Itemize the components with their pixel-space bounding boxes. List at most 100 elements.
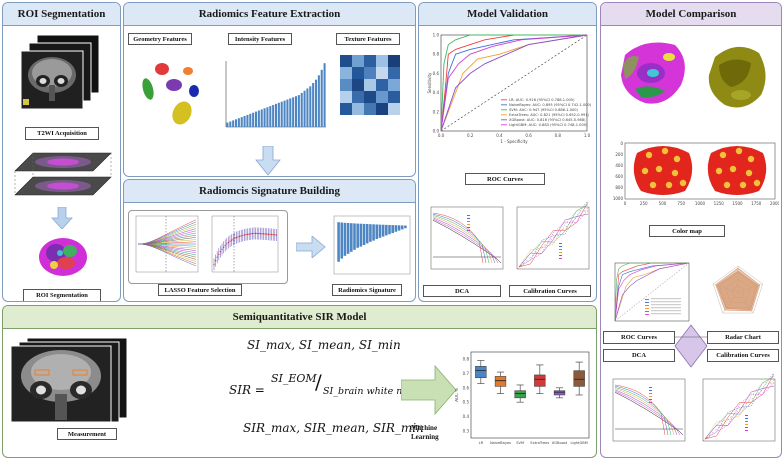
colormap-y-tick-label: 800 — [615, 185, 623, 190]
comparison-dca-curve — [614, 390, 681, 436]
intensity-bar — [289, 98, 292, 127]
validation-panel-title: Model Validation — [419, 3, 596, 26]
texture-cell — [352, 103, 364, 115]
colormap-x-tick-label: 2000 — [770, 201, 779, 206]
roc-series-line — [440, 34, 587, 132]
colormap-left-blob-spot — [673, 155, 681, 163]
intensity-bar — [283, 100, 286, 127]
texture-cell — [388, 91, 400, 103]
colormap-left-blob-spot — [641, 167, 649, 175]
3d-roi-render-magenta — [621, 42, 685, 104]
calibration-legend-swatch — [559, 246, 562, 247]
colormap-left-blob-spot — [649, 181, 657, 189]
signature-bar — [391, 225, 394, 233]
comparison-calibration-label: Calibration Curves — [707, 349, 779, 362]
colormap-right-blob-spot — [747, 155, 755, 163]
boxplot-y-tick-label: 0.8 — [463, 357, 470, 362]
boxplot-box — [494, 376, 507, 387]
si-equation: SI_max, SI_mean, SI_min — [247, 338, 401, 352]
colormap-right-blob-spot — [729, 165, 737, 173]
colormap-x-tick-label: 250 — [640, 201, 648, 206]
intensity-bar — [286, 99, 289, 127]
radiomics-panel-title: Radiomics Feature Extraction — [124, 3, 415, 26]
texture-cell — [340, 79, 352, 91]
colormap-x-tick-label: 1250 — [714, 201, 725, 206]
intensity-bar — [300, 92, 303, 127]
boxplot-y-tick-label: 0.6 — [463, 385, 470, 390]
comparison-roc-legend-swatch — [645, 308, 649, 309]
colormap-left-blob-spot — [679, 179, 687, 187]
comparison-roc-legend-text — [651, 304, 681, 306]
dca-curve — [432, 217, 496, 264]
colormap-x-tick-label: 1750 — [751, 201, 762, 206]
lasso-cv-point — [221, 248, 223, 251]
radiomics-feature-panel: Radiomics Feature Extraction Geometry Fe… — [123, 2, 416, 177]
comparison-calibration-legend-swatch — [745, 424, 748, 425]
roc-series-line — [440, 34, 588, 132]
calibration-legend-swatch — [559, 243, 562, 244]
roc-y-tick-label: 0.6 — [433, 71, 440, 76]
roc-legend-entry: SVM: AUC: 0.947 (95%CI 0.886-1.000) — [509, 108, 579, 112]
intensity-bar — [263, 108, 266, 127]
colormap-x-tick-label: 750 — [677, 201, 685, 206]
colormap-left-blob-spot — [655, 165, 663, 173]
comparison-dca-legend-swatch — [649, 393, 652, 394]
texture-cell — [364, 79, 376, 91]
roc-x-tick-label: 0.2 — [467, 133, 474, 138]
boxplot-category-label: NaiveBayes — [490, 441, 511, 445]
boxplot-y-axis-label: AUC % — [455, 388, 459, 402]
intensity-bar — [294, 96, 298, 127]
dca-legend-swatch — [467, 218, 470, 219]
comparison-dca-legend-swatch — [649, 396, 652, 397]
roi-panel-title: ROI Segmentation — [3, 3, 120, 26]
dca-legend-swatch — [467, 221, 470, 222]
colormap-x-tick-label: 1500 — [732, 201, 743, 206]
texture-features-heatmap — [340, 55, 400, 115]
comparison-roc-legend-text — [651, 298, 681, 300]
calibration-legend-swatch — [559, 255, 562, 256]
comparison-dca-legend-swatch — [649, 402, 652, 403]
signature-bar — [353, 223, 356, 250]
roc-curves-label: ROC Curves — [465, 173, 545, 185]
roc-diagonal — [440, 34, 588, 132]
texture-cell — [352, 91, 364, 103]
lasso-cv-point — [240, 235, 242, 237]
lasso-cv-point — [226, 243, 228, 245]
boxplot-category-label: ExtraTrees — [530, 441, 549, 445]
lasso-cv-point — [270, 233, 273, 236]
lasso-cv-point — [238, 235, 241, 238]
radiomics-signature-label: Radiomics Signature — [332, 284, 402, 296]
boxplot-category-label: LightGBM — [571, 441, 588, 445]
boxplot-box — [534, 374, 546, 387]
comparison-calibration-curve — [704, 382, 775, 440]
t2wi-acquisition-label: T2WI Acquisition — [25, 127, 99, 140]
comparison-calibration-curve — [704, 382, 775, 440]
geometry-shapes-image — [142, 63, 199, 125]
comparison-calibration-legend-swatch — [745, 430, 748, 431]
colormap-right-blob-spot — [723, 181, 731, 189]
lasso-cv-point — [216, 256, 218, 258]
roc-legend-entry: LightGBM: AUC: 0.883 (95%CI 0.748-1.000) — [509, 123, 588, 127]
roc-y-axis-label: Sensitivity — [427, 72, 432, 93]
intensity-bar — [246, 114, 249, 127]
comparison-calibration-legend-swatch — [745, 418, 748, 419]
signature-bar — [362, 223, 366, 245]
comparison-roc-legend-swatch — [645, 299, 649, 300]
boxplot-y-tick-label: 0.4 — [463, 414, 470, 419]
comparison-calibration-legend-swatch — [745, 427, 748, 428]
calibration-curve — [518, 210, 589, 268]
segmented-roi-image — [39, 238, 87, 276]
lasso-cv-point — [237, 236, 239, 238]
lasso-cv-point — [224, 244, 226, 247]
comparison-calibration-curve — [704, 385, 775, 440]
calibration-frame — [516, 206, 590, 270]
boxplot-category-label: LR — [479, 441, 484, 445]
texture-cell — [340, 67, 352, 79]
signature-bar — [365, 224, 369, 244]
fraction-slash-icon: / — [315, 370, 322, 394]
texture-cell — [364, 67, 376, 79]
comparison-roc-label: ROC Curves — [603, 331, 675, 344]
lasso-cv-point — [243, 234, 246, 236]
comparison-calibration-legend-swatch — [745, 421, 748, 422]
intensity-features-chart — [225, 61, 326, 128]
